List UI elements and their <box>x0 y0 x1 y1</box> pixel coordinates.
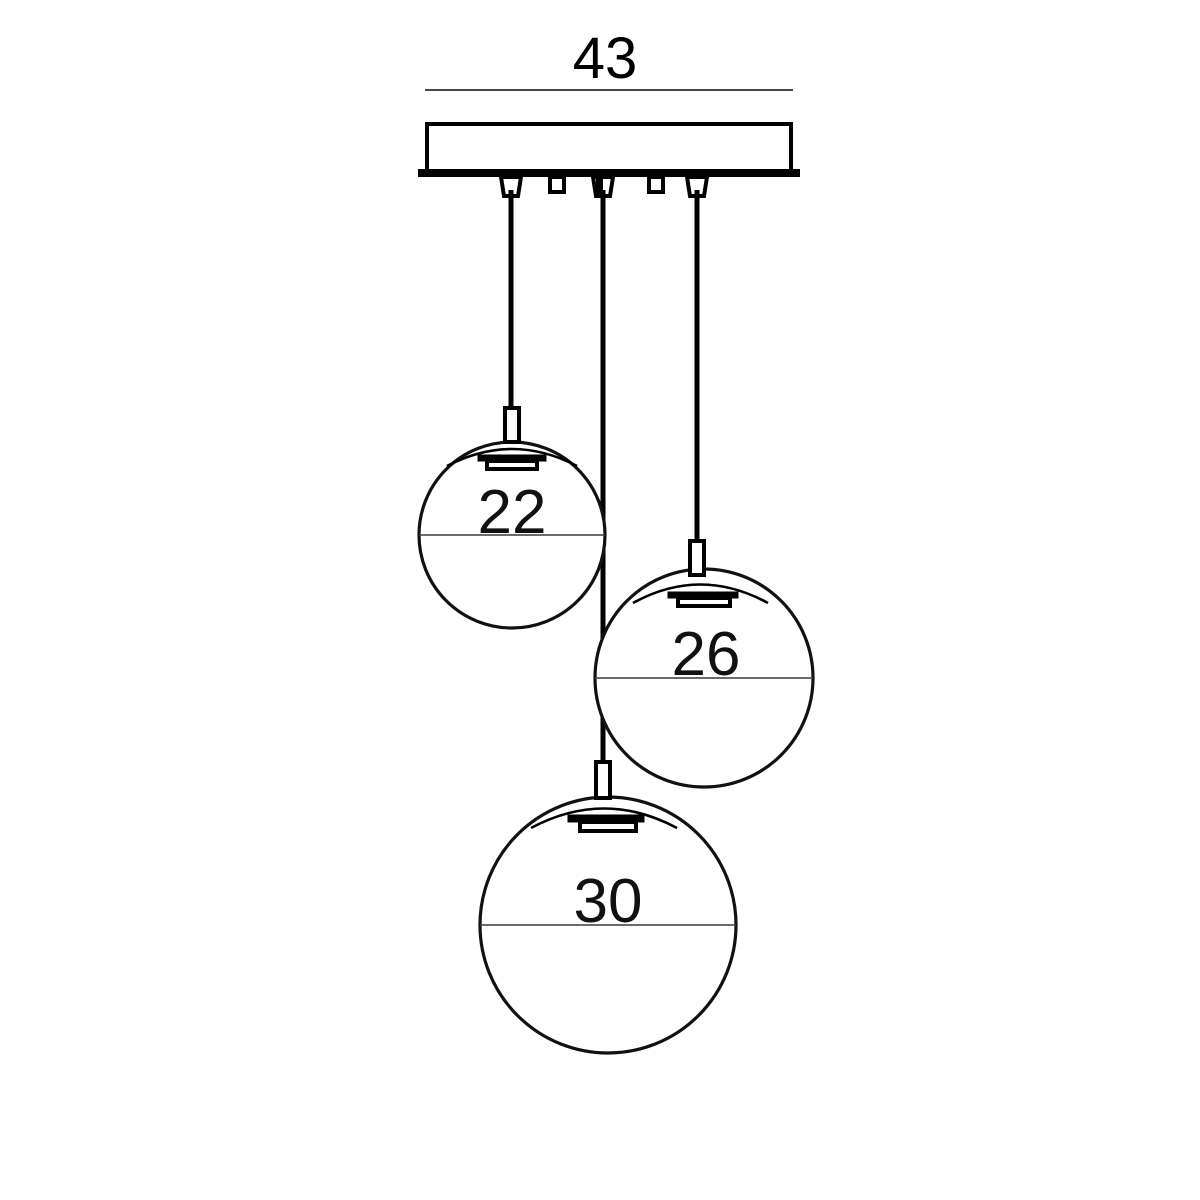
globe-22-size-label: 22 <box>478 478 547 547</box>
canopy-width-dimension-label: 43 <box>573 26 638 91</box>
ceiling-canopy-assembly <box>418 122 800 177</box>
globe-26-reflector-dome <box>632 583 769 605</box>
globe-26-assembly: 26 <box>593 539 815 789</box>
mount-stud-1 <box>548 175 566 194</box>
globe-30-cord-sleeve <box>594 760 612 800</box>
globe-22-reflector-dome <box>446 447 578 468</box>
globe-22-assembly: 22 <box>417 406 607 630</box>
canopy-width-dimension-group: 43 <box>425 26 793 91</box>
canopy-body <box>425 122 793 174</box>
globe-30-reflector-dome <box>530 807 678 830</box>
globe-26-cord-sleeve <box>688 539 706 577</box>
cord-grip-right <box>684 175 710 198</box>
canopy-bottom-rim <box>418 169 800 177</box>
cord-grip-left <box>498 175 524 198</box>
globe-30-diffuser-disc <box>578 820 638 833</box>
globe-22-cord-sleeve <box>503 406 521 444</box>
globe-26-diffuser-disc <box>676 596 732 608</box>
canopy-mount-points <box>498 175 710 198</box>
globe-22-diffuser-disc <box>485 459 539 471</box>
mount-stud-2 <box>647 175 665 194</box>
globe-30-size-label: 30 <box>574 867 643 936</box>
globe-26-size-label: 26 <box>672 620 741 689</box>
globe-30-assembly: 30 <box>478 760 738 1055</box>
cord-grip-center-shadow <box>596 177 603 194</box>
